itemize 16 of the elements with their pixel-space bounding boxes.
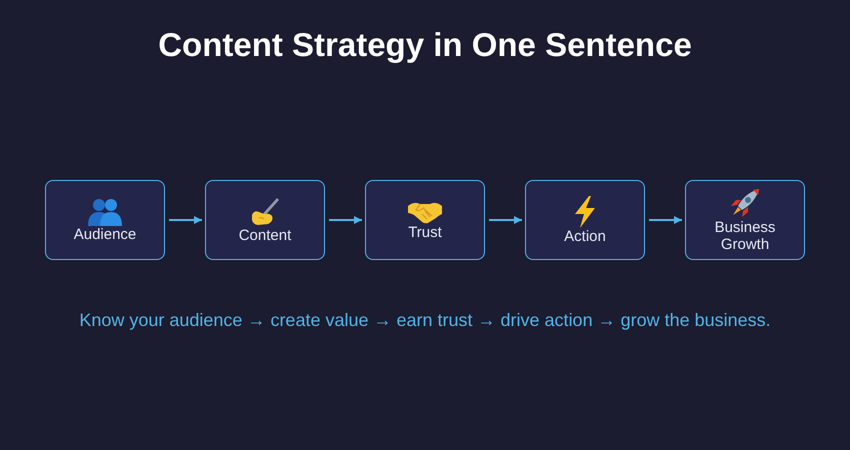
process-box <box>685 180 805 260</box>
process-box <box>365 180 485 260</box>
arrow <box>489 216 522 224</box>
process-box <box>205 180 325 260</box>
arrow <box>329 216 362 224</box>
step-label: Trust <box>408 224 442 240</box>
caption: Know your audience → create value → earn trust → drive action → grow the business. <box>79 309 771 331</box>
process-box <box>525 180 645 260</box>
process-box <box>45 180 165 260</box>
step-label: Content <box>238 226 292 244</box>
step-label: Action <box>564 228 606 244</box>
arrow <box>169 216 202 224</box>
arrow <box>649 216 682 224</box>
step-label: Business Growth <box>714 219 776 253</box>
step-label: Audience <box>74 226 136 242</box>
title: Content Strategy in One Sentence <box>158 26 692 64</box>
